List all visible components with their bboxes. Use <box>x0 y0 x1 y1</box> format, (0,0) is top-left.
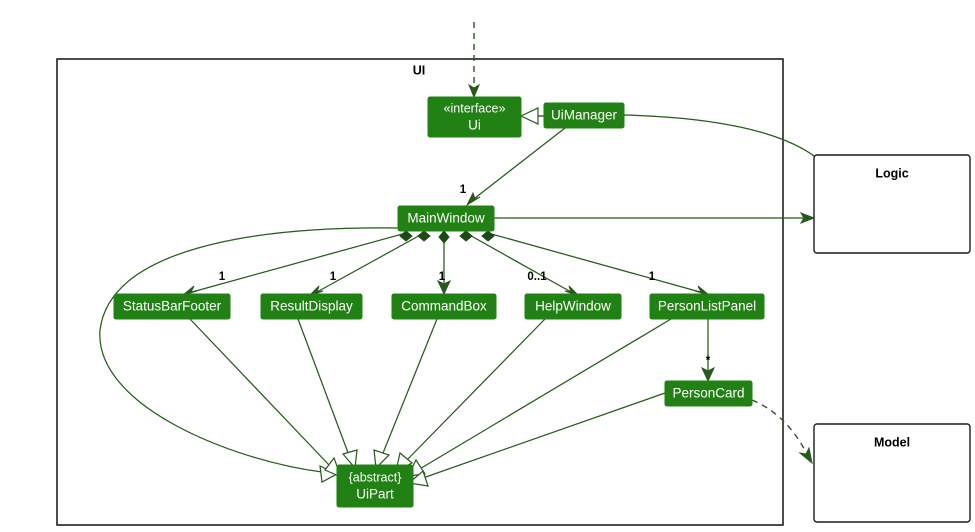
class-box-uipart[interactable]: {abstract} UiPart <box>336 464 414 508</box>
class-box-mainwindow[interactable]: MainWindow <box>397 205 495 232</box>
class-box-personcard[interactable]: PersonCard <box>664 380 753 407</box>
class-ui-stereotype: «interface» <box>444 101 506 115</box>
edge-uimanager-realizes-ui <box>519 107 544 125</box>
class-commandbox-label: CommandBox <box>401 299 487 314</box>
multiplicity-statusbarfooter: 1 <box>219 271 226 283</box>
multiplicity-helpwindow: 0..1 <box>527 271 547 283</box>
class-resultdisplay-label: ResultDisplay <box>270 299 353 314</box>
class-helpwindow-label: HelpWindow <box>535 299 611 314</box>
class-box-resultdisplay[interactable]: ResultDisplay <box>260 293 363 320</box>
class-uimanager-label: UiManager <box>551 108 618 123</box>
class-box-uimanager[interactable]: UiManager <box>543 102 625 129</box>
multiplicity-personlistpanel: 1 <box>649 271 656 283</box>
edge-external-to-ui <box>467 22 481 99</box>
class-statusbarfooter-label: StatusBarFooter <box>123 299 222 314</box>
external-package-model[interactable]: Model <box>813 423 971 523</box>
class-mainwindow-label: MainWindow <box>407 211 485 226</box>
edge-personlistpanel-personcard <box>700 319 716 383</box>
multiplicity-resultdisplay: 1 <box>330 271 337 283</box>
class-ui-label: Ui <box>468 118 481 133</box>
external-package-logic[interactable]: Logic <box>813 154 971 254</box>
edge-mainwindow-personlistpanel <box>481 230 710 296</box>
class-box-statusbarfooter[interactable]: StatusBarFooter <box>113 293 231 320</box>
class-personlistpanel-label: PersonListPanel <box>658 299 756 314</box>
edge-commandbox-uipart <box>373 318 438 470</box>
class-box-helpwindow[interactable]: HelpWindow <box>524 293 622 320</box>
multiplicity-personcard: * <box>706 355 711 367</box>
class-box-commandbox[interactable]: CommandBox <box>391 293 497 320</box>
multiplicity-mainwindow: 1 <box>460 184 467 196</box>
class-box-ui[interactable]: «interface» Ui <box>427 96 522 138</box>
external-package-model-label: Model <box>874 435 910 449</box>
class-uipart-stereotype: {abstract} <box>349 470 402 484</box>
edge-mainwindow-logic <box>494 212 816 224</box>
edge-uimanager-mainwindow <box>465 127 566 207</box>
external-package-logic-label: Logic <box>875 166 908 180</box>
package-ui-label: UI <box>413 63 426 77</box>
edge-resultdisplay-uipart <box>297 318 358 470</box>
class-uipart-label: UiPart <box>356 487 394 502</box>
edge-mainwindow-statusbarfooter <box>182 230 413 296</box>
class-box-personlistpanel[interactable]: PersonListPanel <box>649 293 765 320</box>
multiplicity-commandbox: 1 <box>439 271 446 283</box>
class-personcard-label: PersonCard <box>672 386 744 401</box>
package-ui: UI <box>56 58 784 526</box>
edge-mainwindow-commandbox <box>436 230 452 296</box>
edge-personcard-uipart <box>407 392 666 487</box>
edge-personcard-model <box>751 399 813 465</box>
